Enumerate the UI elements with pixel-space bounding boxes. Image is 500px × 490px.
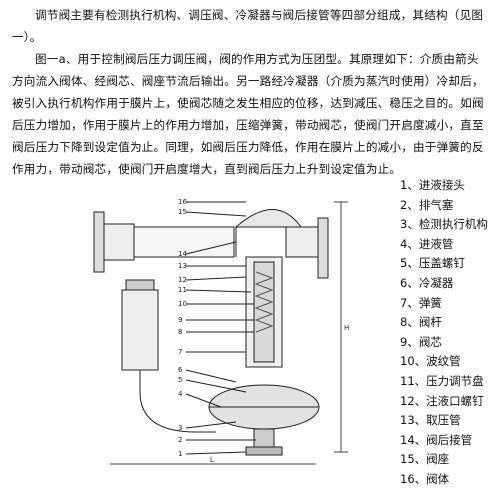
valve-structure-diagram: 16 15 14 13 12 11 10 9 8 7 6 5 4 3 2 1 L… bbox=[93, 198, 349, 465]
diagram-label-6: 6 bbox=[178, 366, 183, 374]
diagram-label-7: 7 bbox=[178, 348, 182, 356]
dimension-label-h: H bbox=[344, 324, 349, 332]
legend-item: 15、阀座 bbox=[400, 452, 450, 467]
legend-item: 11、压力调节盘 bbox=[400, 373, 484, 388]
legend-item: 9、阀芯 bbox=[400, 334, 442, 349]
diagram-label-8: 8 bbox=[178, 328, 182, 336]
legend-item: 3、检测执行机构 bbox=[400, 217, 488, 232]
legend-item: 12、注液口螺钉 bbox=[400, 393, 484, 408]
dimension-label-l: L bbox=[210, 456, 214, 464]
legend-item: 6、冷凝器 bbox=[400, 275, 454, 290]
diagram-label-3: 3 bbox=[178, 424, 182, 432]
diagram-label-9: 9 bbox=[178, 316, 182, 324]
legend-item: 16、阀体 bbox=[400, 471, 450, 486]
diagram-label-5: 5 bbox=[178, 376, 182, 384]
legend-item: 13、取压管 bbox=[400, 413, 461, 428]
legend-item: 8、阀杆 bbox=[400, 315, 442, 330]
intro-paragraph: 调节阀主要有检测执行机构、调压阀、冷凝器与阀后接管等四部分组成，其结构（见图一）… bbox=[12, 8, 484, 44]
principle-paragraph: 图一a、用于控制阀后压力调压阀，阀的作用方式为压团型。其原理如下：介质由箭头方向… bbox=[12, 52, 484, 176]
legend-item: 2、排气塞 bbox=[400, 197, 454, 212]
diagram-label-14: 14 bbox=[178, 250, 187, 258]
diagram-label-16: 16 bbox=[178, 198, 187, 206]
diagram-label-2: 2 bbox=[178, 436, 182, 444]
legend-item: 1、进液接头 bbox=[400, 178, 465, 192]
diagram-label-13: 13 bbox=[178, 262, 187, 270]
legend-item: 7、弹簧 bbox=[400, 295, 442, 310]
legend-item: 5、压盖螺钉 bbox=[400, 256, 465, 271]
parts-legend: 1、进液接头 2、排气塞 3、检测执行机构 4、进液管 5、压盖螺钉 6、冷凝器… bbox=[400, 176, 488, 490]
legend-item: 14、阀后接管 bbox=[400, 432, 473, 447]
diagram-label-11: 11 bbox=[178, 286, 187, 294]
diagram-label-1: 1 bbox=[178, 450, 182, 458]
diagram-label-15: 15 bbox=[178, 208, 187, 216]
diagram-label-4: 4 bbox=[178, 390, 183, 398]
diagram-label-12: 12 bbox=[178, 276, 187, 284]
diagram-label-10: 10 bbox=[178, 300, 187, 308]
legend-item: 10、波纹管 bbox=[400, 354, 461, 369]
legend-item: 4、进液管 bbox=[400, 236, 454, 251]
